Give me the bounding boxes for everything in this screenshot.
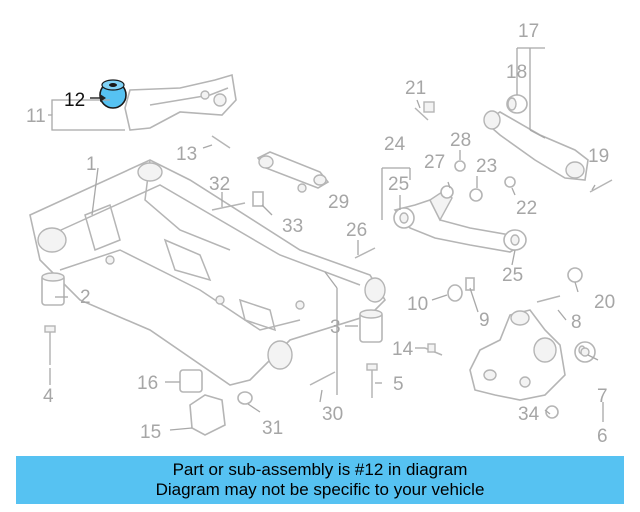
label-21: 21 <box>405 78 426 99</box>
label-2: 2 <box>80 287 91 308</box>
label-10: 10 <box>407 294 428 315</box>
label-7: 7 <box>597 386 608 407</box>
label-31: 31 <box>262 418 283 439</box>
info-banner: Part or sub-assembly is #12 in diagram D… <box>16 456 624 504</box>
label-25-upper: 25 <box>388 174 409 195</box>
small-parts <box>41 101 613 436</box>
subframe-part <box>29 159 387 386</box>
label-18: 18 <box>506 62 527 83</box>
banner-line-2: Diagram may not be specific to your vehi… <box>155 480 485 499</box>
label-4: 4 <box>43 386 54 407</box>
label-17: 17 <box>518 21 539 42</box>
knuckle-part <box>469 309 596 401</box>
lateral-arm-29-part <box>256 151 330 193</box>
label-34: 34 <box>518 404 540 425</box>
label-5: 5 <box>393 374 404 395</box>
label-25-lower: 25 <box>502 265 523 286</box>
label-33: 33 <box>282 216 303 237</box>
label-12: 12 <box>64 90 85 111</box>
control-arm-24-part <box>393 189 527 253</box>
label-13: 13 <box>176 144 197 165</box>
label-1: 1 <box>86 154 97 175</box>
label-15: 15 <box>140 422 161 443</box>
parts-diagram: 1 2 3 4 5 6 7 8 9 10 11 12 13 14 15 16 1… <box>26 21 615 447</box>
label-8: 8 <box>571 312 582 333</box>
label-29: 29 <box>328 192 349 213</box>
trailing-arm-part <box>124 73 237 131</box>
leader-arrow-12 <box>100 94 106 102</box>
label-6: 6 <box>597 426 608 447</box>
label-28: 28 <box>450 130 471 151</box>
banner-line-1: Part or sub-assembly is #12 in diagram <box>172 460 468 479</box>
label-24: 24 <box>384 134 406 155</box>
label-30: 30 <box>322 404 343 425</box>
callout-labels: 1 2 3 4 5 6 7 8 9 10 11 12 13 14 15 16 1… <box>26 21 615 447</box>
label-11: 11 <box>26 106 46 127</box>
label-22: 22 <box>516 198 537 219</box>
label-26: 26 <box>346 220 367 241</box>
label-16: 16 <box>137 373 158 394</box>
bushing-12-highlighted <box>99 79 127 109</box>
label-23: 23 <box>476 156 497 177</box>
label-3: 3 <box>330 317 341 338</box>
label-27: 27 <box>424 152 445 173</box>
label-14: 14 <box>392 339 414 360</box>
label-19: 19 <box>588 146 609 167</box>
label-9: 9 <box>479 310 490 331</box>
label-32: 32 <box>209 174 230 195</box>
label-20: 20 <box>594 292 615 313</box>
leader-lines <box>48 47 604 431</box>
upper-control-arm-part <box>483 94 589 181</box>
